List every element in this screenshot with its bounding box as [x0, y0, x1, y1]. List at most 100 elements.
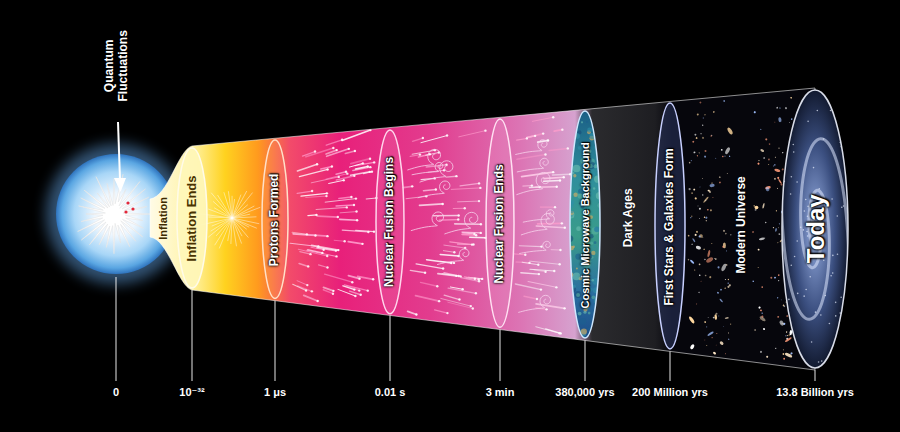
epoch-ellipse: Nuclear Fusion Begins [375, 129, 405, 315]
particle-dot [314, 234, 316, 236]
galaxy-dot [692, 238, 696, 243]
particle-dot [331, 165, 333, 167]
particle-streak [345, 151, 355, 154]
galaxy-star [832, 272, 834, 274]
galaxy-dot [753, 111, 756, 114]
particle-streak [448, 288, 476, 293]
particle-dot [419, 153, 421, 155]
particle-streak [424, 189, 436, 190]
galaxy-star [820, 314, 822, 316]
cmb-spot [591, 279, 593, 281]
galaxy-dot [758, 160, 760, 162]
particle-dot [544, 271, 546, 273]
particle-swirl [519, 241, 550, 253]
ellipse-outline [655, 103, 685, 349]
light-ray [232, 214, 250, 218]
galaxy-dot [712, 197, 713, 198]
particle-dot [438, 300, 440, 302]
galaxy-dot [705, 256, 714, 263]
galaxy-dot [765, 138, 768, 141]
particle-dot [326, 168, 328, 170]
galaxy-dot [759, 318, 761, 320]
particle-dot [455, 175, 457, 177]
galaxy-dot [726, 250, 727, 251]
galaxy-dot [783, 305, 785, 307]
particle-streak [340, 219, 357, 221]
particle-streak [412, 150, 435, 154]
particle-dot [326, 192, 328, 194]
galaxy-dot [788, 121, 790, 123]
particle-streak [462, 231, 481, 233]
light-ray [215, 218, 232, 245]
particle-streak [321, 167, 332, 169]
galaxy-dot [723, 229, 726, 232]
particle-streak [366, 197, 376, 199]
light-ray [232, 218, 236, 246]
galaxy-dot [774, 168, 781, 172]
galaxy-dot [761, 312, 762, 313]
light-ray [232, 218, 242, 244]
light-rays [200, 191, 260, 248]
cmb-spot [591, 228, 598, 235]
cmb-spot [586, 121, 588, 123]
galaxy-dot [699, 235, 701, 237]
cmb-spot [578, 312, 582, 316]
particle-dot [559, 249, 561, 251]
particle-dot [343, 179, 345, 181]
galaxy-dot [726, 127, 733, 135]
particle-dot [552, 171, 554, 173]
particle-streak [298, 286, 312, 291]
epoch-ellipse: Inflation Ends [176, 147, 208, 289]
galaxy-dot [699, 274, 701, 276]
time-tick [670, 351, 671, 381]
particle-streak [307, 250, 337, 256]
time-tick [116, 277, 117, 381]
particle-dot [337, 216, 339, 218]
galaxy-dot [713, 351, 717, 355]
time-label: 0 [113, 386, 119, 399]
particle-dot [346, 172, 348, 174]
particle-streak [323, 287, 333, 290]
galaxy-dot [774, 277, 776, 279]
particle-dot [415, 313, 417, 315]
galaxy-dot [728, 332, 729, 333]
galaxy-dot [717, 266, 719, 268]
particle-dot [458, 298, 460, 300]
particle-streak [455, 223, 481, 225]
particle-dot [540, 288, 542, 290]
galaxy-dot [782, 353, 784, 355]
epoch-label: First Stars & Galaxies Form [663, 148, 677, 305]
ellipse-outline [782, 90, 848, 368]
particle-streak [530, 261, 560, 264]
ellipse-fill [262, 140, 288, 298]
particle-dot [435, 188, 437, 190]
galaxy-dot [716, 333, 717, 334]
galaxy-dot [791, 352, 793, 354]
galaxy-dot [724, 155, 725, 156]
galaxy-dot [773, 227, 775, 229]
galaxy-dot [694, 197, 697, 200]
galaxy-dot [688, 316, 695, 324]
era-label: Modern Universe [735, 176, 749, 273]
particle-streak [544, 180, 560, 182]
particle-dot [335, 149, 337, 151]
particle-streak [532, 117, 553, 121]
cmb-spot [591, 251, 595, 255]
particle-dot [553, 270, 555, 272]
particle-dot [563, 307, 565, 309]
particle-streak [546, 329, 561, 333]
galaxy-dot [707, 331, 714, 337]
particle-streak [421, 136, 447, 143]
particle-dot [481, 278, 483, 280]
time-tick [815, 370, 816, 381]
particle-streak [301, 193, 327, 196]
cmb-spot [568, 126, 571, 129]
particle-dot [361, 243, 363, 245]
particle-dot [353, 174, 355, 176]
galaxy-dot [704, 155, 707, 158]
galaxy-dot [697, 205, 698, 206]
galaxy-dot [758, 267, 759, 268]
particle-dot [332, 292, 334, 294]
galaxy-star [836, 215, 838, 217]
particle-dot [561, 222, 563, 224]
